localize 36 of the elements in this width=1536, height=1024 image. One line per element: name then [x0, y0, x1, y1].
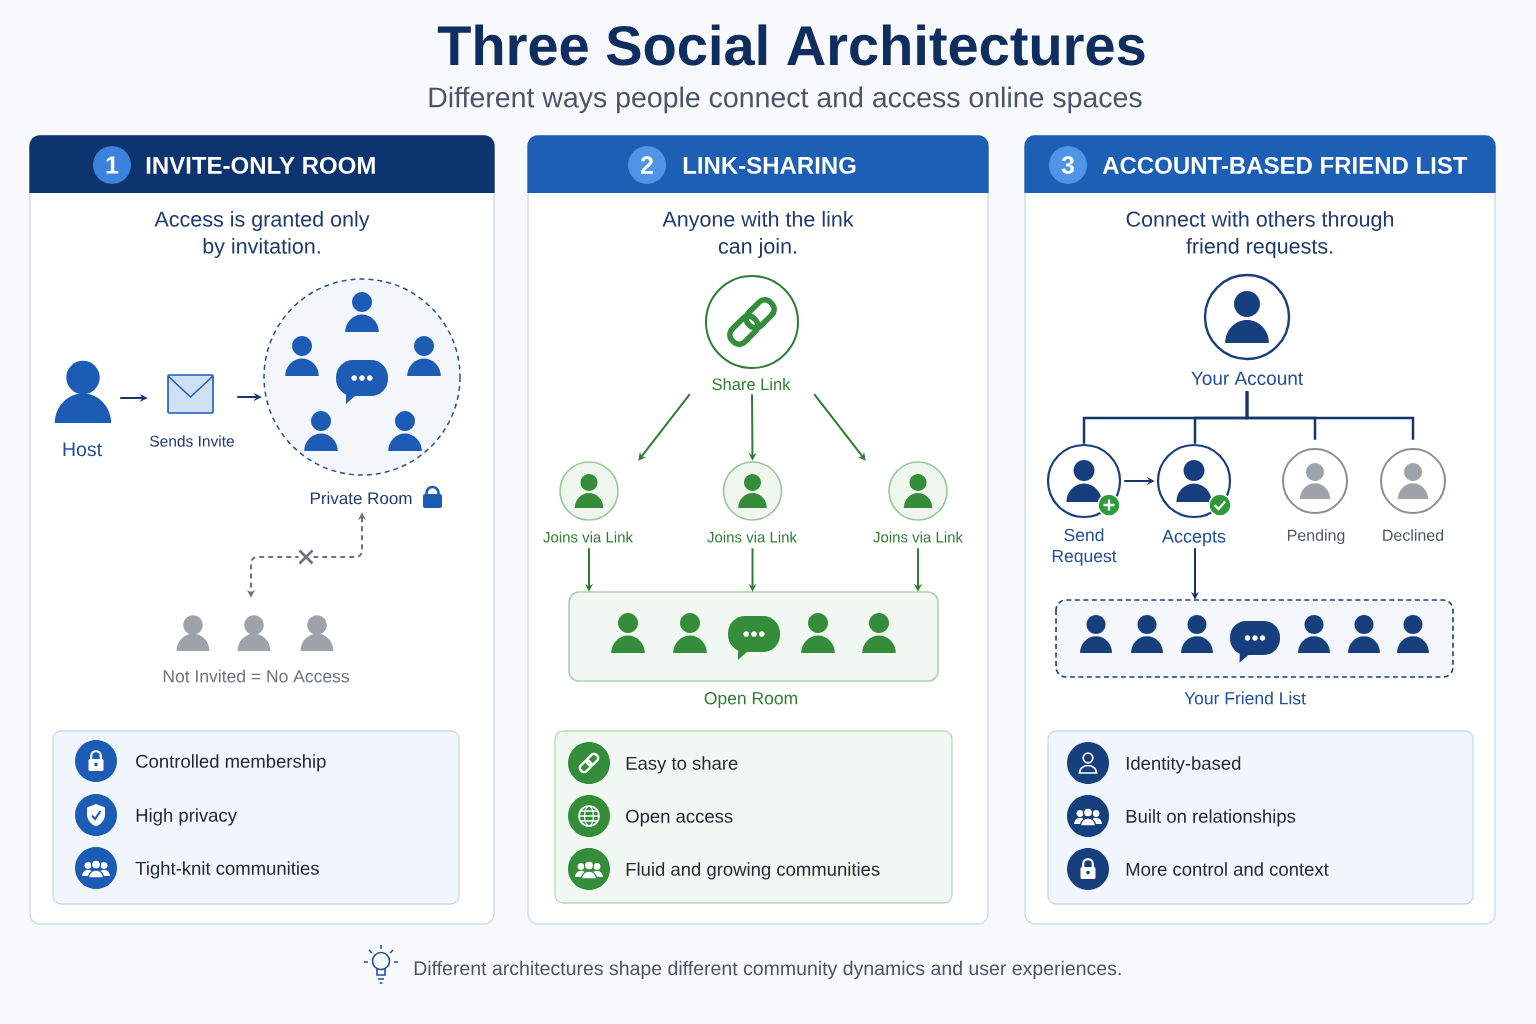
- description-text: Access is granted only by invitation.: [154, 211, 370, 258]
- node-label: Share Link: [712, 378, 791, 391]
- number-badge: 1: [93, 146, 131, 184]
- feature-text: Fluid and growing communities: [626, 862, 880, 880]
- title: Three Social Architectures: [437, 24, 1145, 66]
- node-label: Send Request: [1052, 528, 1117, 566]
- node-label: Not Invited = No Access: [163, 669, 349, 683]
- feature-text: Built on relationships: [1126, 809, 1296, 827]
- node-label: Open Room: [704, 692, 797, 708]
- arrow: [638, 393, 691, 461]
- node-label: Your Friend List: [1184, 691, 1306, 705]
- node-label: Pending: [1287, 529, 1345, 545]
- subtitle: Different ways people connect and access online spaces: [429, 86, 1142, 114]
- node-label: Joins via Link: [543, 531, 633, 543]
- feature-text: Controlled membership: [136, 754, 326, 772]
- number-badge: 3: [1049, 146, 1087, 184]
- node-label: Sends Invite: [150, 435, 234, 447]
- feature-text: Easy to share: [626, 756, 738, 774]
- number-badge: 2: [628, 146, 666, 184]
- node-label: Your Account: [1191, 371, 1303, 385]
- node-label: Declined: [1383, 529, 1444, 541]
- node-label: Private Room: [310, 491, 412, 505]
- feature-text: Tight-knit communities: [135, 861, 319, 879]
- node-label: Accepts: [1162, 530, 1226, 547]
- caption: Different architectures shape different community dynamics and user experiences.: [414, 960, 1121, 980]
- connector-line: [1245, 391, 1415, 440]
- description-text: Anyone with the link can join.: [662, 211, 854, 258]
- feature-text: More control and context: [1126, 862, 1329, 876]
- node-label: Joins via Link: [873, 531, 963, 543]
- description-text: Connect with others through friend requests.: [1126, 211, 1393, 258]
- node-label: Host: [63, 442, 102, 457]
- node-label: Joins via Link: [707, 531, 797, 543]
- arrow: [813, 393, 866, 461]
- feature-text: High privacy: [136, 808, 237, 826]
- feature-text: Identity-based: [1126, 756, 1241, 774]
- feature-text: Open access: [626, 809, 733, 827]
